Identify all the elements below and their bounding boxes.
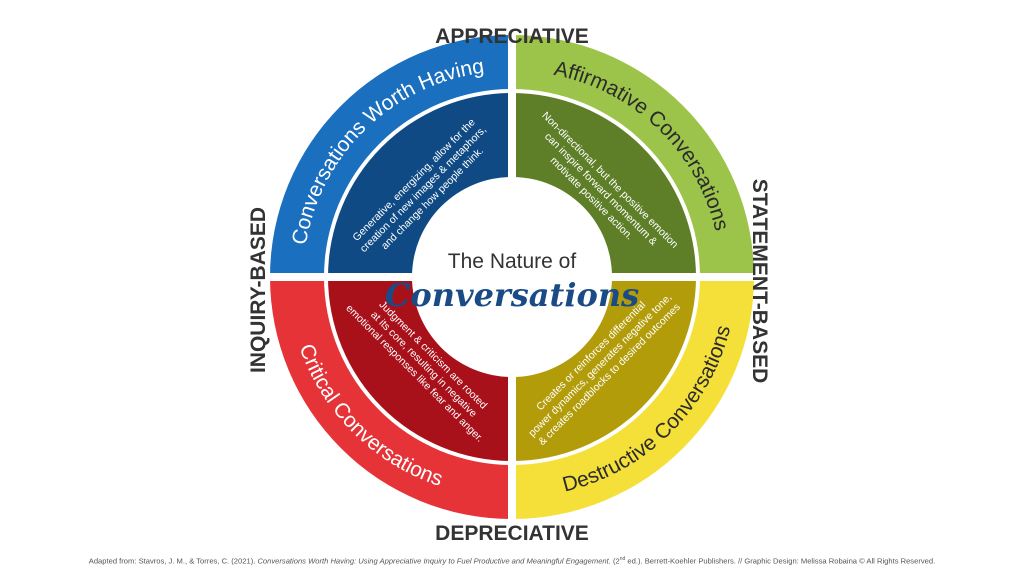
axis-label-left: INQUIRY-BASED [247,207,270,373]
citation-edition-b: ed.). Berrett-Koehler Publishers. // Gra… [625,556,936,566]
citation-edition-a: (2 [610,556,620,566]
citation-prefix: Adapted from: Stavros, J. M., & Torres, … [88,556,258,566]
axis-label-right: STATEMENT-BASED [748,179,771,384]
axis-label-top: APPRECIATIVE [435,25,589,48]
center-disc [412,177,612,377]
center-title: The Nature of [448,250,577,273]
citation-book-title: Conversations Worth Having: Using Apprec… [257,556,611,566]
citation-edition-sup: nd [619,556,626,562]
axis-label-bottom: DEPRECIATIVE [435,522,589,545]
center-script-title: Conversations [385,276,639,314]
citation-footer: Adapted from: Stavros, J. M., & Torres, … [0,556,1024,566]
